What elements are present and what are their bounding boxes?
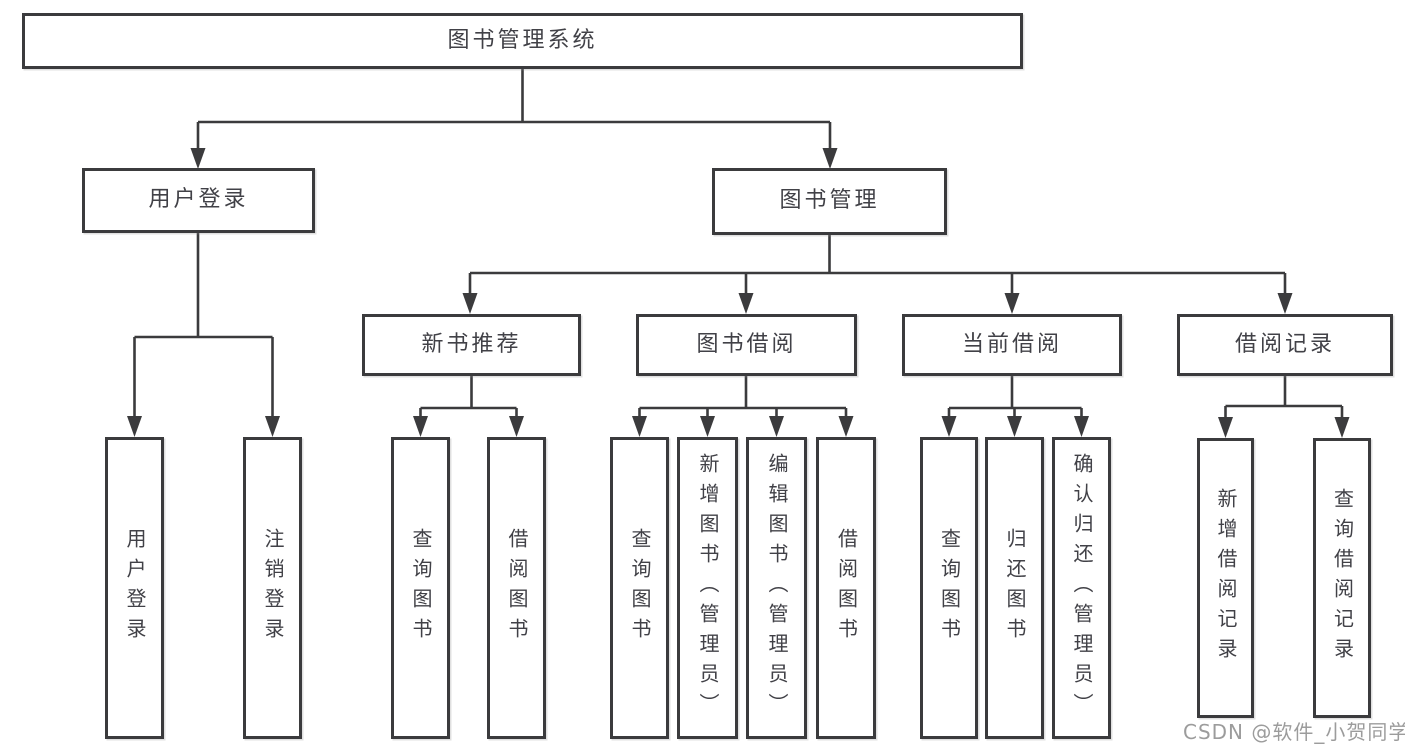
connector-currentborrow-to-leaves bbox=[947, 376, 1083, 418]
leaf-confirm-return-admin-label: 确认归还（管理员） bbox=[1070, 453, 1094, 723]
leaf-query-book-borrow: 查询图书 bbox=[610, 437, 669, 739]
leaf-add-borrow-record-label: 新增借阅记录 bbox=[1214, 488, 1238, 668]
connector-borrowrecord-to-leaves bbox=[1224, 376, 1344, 419]
leaf-user-login-label: 用户登录 bbox=[123, 528, 147, 648]
connector-bookmgmt-to-level3 bbox=[468, 235, 1287, 295]
leaf-query-book-borrow-label: 查询图书 bbox=[628, 528, 652, 648]
node-book-management: 图书管理 bbox=[712, 168, 947, 235]
node-new-book-recommend: 新书推荐 bbox=[362, 314, 581, 376]
node-borrow-records: 借阅记录 bbox=[1177, 314, 1393, 376]
node-book-borrow: 图书借阅 bbox=[636, 314, 857, 376]
leaf-edit-book-admin-label: 编辑图书（管理员） bbox=[765, 453, 789, 723]
leaf-query-book-recommend: 查询图书 bbox=[391, 437, 450, 739]
node-user-login-label: 用户登录 bbox=[148, 187, 249, 213]
connector-userlogin-to-leaves bbox=[133, 233, 274, 418]
leaf-query-borrow-record: 查询借阅记录 bbox=[1313, 438, 1371, 718]
node-current-borrow-label: 当前借阅 bbox=[961, 331, 1062, 357]
leaf-confirm-return-admin: 确认归还（管理员） bbox=[1052, 437, 1111, 739]
leaf-return-book: 归还图书 bbox=[985, 437, 1044, 739]
leaf-logout: 注销登录 bbox=[243, 437, 302, 739]
node-root: 图书管理系统 bbox=[22, 13, 1023, 69]
node-root-label: 图书管理系统 bbox=[447, 27, 598, 53]
connector-bookborrow-to-leaves bbox=[638, 376, 848, 418]
leaf-borrow-book: 借阅图书 bbox=[816, 437, 876, 739]
leaf-borrow-book-recommend-label: 借阅图书 bbox=[505, 528, 529, 648]
leaf-borrow-book-recommend: 借阅图书 bbox=[487, 437, 546, 739]
leaf-edit-book-admin: 编辑图书（管理员） bbox=[746, 437, 807, 739]
leaf-add-book-admin: 新增图书（管理员） bbox=[677, 437, 738, 739]
node-book-borrow-label: 图书借阅 bbox=[696, 331, 797, 357]
node-user-login: 用户登录 bbox=[82, 168, 315, 233]
leaf-query-book-current-label: 查询图书 bbox=[937, 528, 962, 648]
node-new-book-recommend-label: 新书推荐 bbox=[421, 331, 522, 357]
connector-root-to-level2 bbox=[196, 69, 832, 150]
leaf-query-book-recommend-label: 查询图书 bbox=[409, 528, 433, 648]
leaf-borrow-book-label: 借阅图书 bbox=[834, 528, 859, 648]
leaf-query-borrow-record-label: 查询借阅记录 bbox=[1330, 488, 1355, 668]
leaf-add-book-admin-label: 新增图书（管理员） bbox=[696, 453, 720, 723]
watermark: CSDN @软件_小贺同学 bbox=[1183, 720, 1405, 744]
node-book-management-label: 图书管理 bbox=[779, 188, 880, 214]
leaf-add-borrow-record: 新增借阅记录 bbox=[1197, 438, 1254, 718]
node-current-borrow: 当前借阅 bbox=[902, 314, 1122, 376]
connector-newbook-to-leaves bbox=[419, 376, 518, 418]
leaf-logout-label: 注销登录 bbox=[261, 528, 285, 648]
leaf-return-book-label: 归还图书 bbox=[1003, 528, 1027, 648]
leaf-query-book-current: 查询图书 bbox=[920, 437, 978, 739]
leaf-user-login: 用户登录 bbox=[105, 437, 164, 739]
node-borrow-records-label: 借阅记录 bbox=[1234, 331, 1335, 357]
